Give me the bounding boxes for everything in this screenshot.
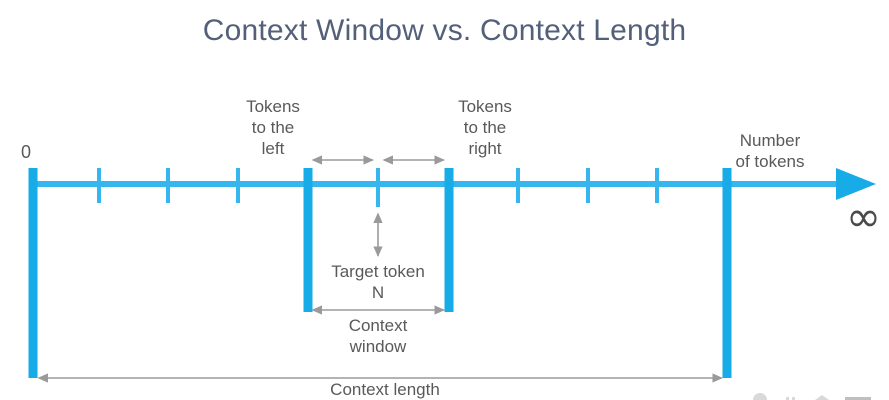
tokens-to-the-left-label: Tokens to the left <box>246 97 300 158</box>
axis-arrow-head-icon <box>836 168 876 200</box>
infinity-icon: ∞ <box>846 192 881 241</box>
axis-origin-label: 0 <box>21 142 32 162</box>
context-window-label: Context window <box>348 316 408 356</box>
context-length-label: Context length <box>330 380 440 399</box>
target-token-label: Target token N <box>331 262 425 302</box>
number-of-tokens-label: Number of tokens <box>735 131 805 171</box>
tokens-to-the-right-label: Tokens to the right <box>458 97 512 158</box>
page-title: Context Window vs. Context Length <box>202 14 687 47</box>
